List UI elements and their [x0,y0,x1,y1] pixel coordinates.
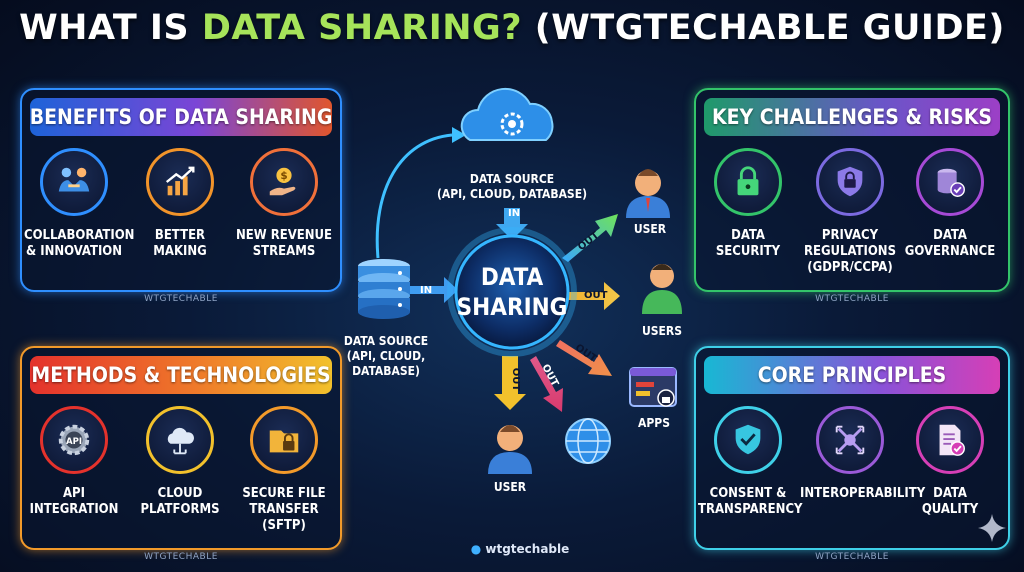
cloud-icon [146,406,214,474]
brand-logo: ● wtgtechable [460,542,580,556]
benefits-panel: BENEFITS OF DATA SHARING COLLABORATION &… [20,88,342,304]
challenge-security: DATA SECURITY [698,148,798,260]
principle-consent: CONSENT & TRANSPARENCY [698,406,803,518]
principle-label: DATA QUALITY [921,486,979,517]
out-label-5: OUT [510,367,522,392]
logo-mark-icon: ● [470,542,486,556]
benefits-header: BENEFITS OF DATA SHARING [30,98,332,136]
shield-lock-icon [816,148,884,216]
principle-quality: DATA QUALITY [900,406,1000,518]
method-label: CLOUD PLATFORMS [140,486,220,517]
challenges-panel: KEY CHALLENGES & RISKS DATA SECURITY PRI… [694,88,1010,304]
benefits-footer: WTGTECHABLE [144,294,218,304]
db-source-label: DATA SOURCE (API, CLOUD, DATABASE) [343,334,429,378]
apps-icon [629,367,677,407]
cloud-source-label: DATA SOURCE (API, CLOUD, DATABASE) [436,172,588,201]
benefit-label: NEW REVENUE STREAMS [235,228,333,259]
revenue-hand-icon: $ [250,148,318,216]
principle-label: CONSENT & TRANSPARENCY [698,486,803,517]
svg-text:API: API [66,437,82,447]
cloud-source-icon [460,87,554,141]
gear-icon [500,112,524,136]
benefit-collaboration: COLLABORATION & INNOVATION [24,148,135,260]
challenge-privacy: PRIVACY REGULATIONS (GDPR/CCPA) [800,148,900,276]
out-label-2: OUT [584,290,608,301]
locked-folder-icon [250,406,318,474]
api-gear-icon: API [40,406,108,474]
challenges-footer: WTGTECHABLE [815,294,889,304]
principles-footer: WTGTECHABLE [815,552,889,562]
principles-panel: CORE PRINCIPLES CONSENT & TRANSPARENCY I… [694,346,1010,562]
challenge-label: DATA GOVERNANCE [904,228,996,259]
padlock-icon [714,148,782,216]
principle-label: INTEROPERABILITY [800,486,926,501]
growth-chart-icon [146,148,214,216]
out-label-4: OUT [539,362,561,389]
methods-panel: METHODS & TECHNOLOGIES API API INTEGRATI… [20,346,342,562]
out-label-3: OUT [572,342,599,365]
benefit-revenue: $ NEW REVENUE STREAMS [234,148,334,260]
method-sftp: SECURE FILE TRANSFER (SFTP) [234,406,334,534]
logo-text: wtgtechable [485,542,570,556]
in-arrow-left [410,277,458,303]
method-label: SECURE FILE TRANSFER (SFTP) [242,486,326,533]
user-top-icon [626,169,670,218]
method-label: API INTEGRATION [29,486,119,517]
methods-header: METHODS & TECHNOLOGIES [30,356,332,394]
database-check-icon [916,148,984,216]
interoperability-icon [816,406,884,474]
methods-footer: WTGTECHABLE [144,552,218,562]
globe-icon [565,418,611,464]
principle-interoperability: INTEROPERABILITY [800,406,926,502]
user-bottom-label: USER [493,480,527,494]
benefit-label: BETTER MAKING [153,228,207,259]
svg-text:$: $ [280,170,287,182]
document-check-icon [916,406,984,474]
database-icon [358,259,410,319]
in-label-left: IN [420,285,433,296]
user-bottom-icon [488,425,532,474]
user-top-label: USER [633,222,667,236]
challenge-label: PRIVACY REGULATIONS (GDPR/CCPA) [803,228,897,275]
hub-label: DATA SHARING [456,263,568,321]
page-title: WHAT IS DATA SHARING? (WTGTECHABLE GUIDE… [0,8,1024,48]
out-label-1: OUT [576,229,602,254]
users-icon [642,264,682,314]
title-highlight: DATA SHARING? [201,8,523,48]
title-part2: (WTGTECHABLE GUIDE) [522,8,1005,48]
handshake-icon [40,148,108,216]
shield-check-icon [714,406,782,474]
method-api: API API INTEGRATION [24,406,124,518]
challenges-header: KEY CHALLENGES & RISKS [704,98,1000,136]
benefit-better-making: BETTER MAKING [130,148,230,260]
users-label: USERS [641,324,682,338]
challenge-governance: DATA GOVERNANCE [900,148,1000,260]
title-part1: WHAT IS [19,8,202,48]
in-label-top: IN [508,208,521,219]
benefit-label: COLLABORATION & INNOVATION [24,228,135,259]
method-cloud: CLOUD PLATFORMS [130,406,230,518]
apps-label: APPS [638,416,670,430]
principles-header: CORE PRINCIPLES [704,356,1000,394]
challenge-label: DATA SECURITY [715,228,781,259]
curve-arrowhead [452,127,466,143]
